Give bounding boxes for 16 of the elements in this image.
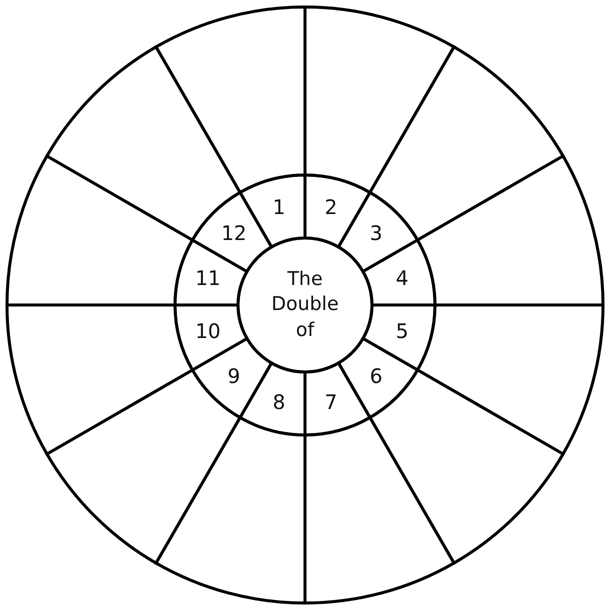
number-label: 4 [396,265,408,292]
number-label: 10 [195,318,221,344]
number-label: 12 [221,220,247,248]
answer-sector [368,45,565,242]
number-label: 8 [272,388,286,416]
answer-sector [45,368,242,565]
number-label: 11 [195,265,221,292]
number-label: 6 [370,362,382,390]
answer-sector [368,368,565,565]
center-label: The Double of [270,266,340,343]
number-label: 9 [228,362,240,390]
number-label: 3 [370,220,382,248]
number-label: 2 [324,194,338,222]
number-label: 5 [396,318,408,344]
number-label: 7 [324,388,338,416]
number-label: 1 [272,194,286,222]
